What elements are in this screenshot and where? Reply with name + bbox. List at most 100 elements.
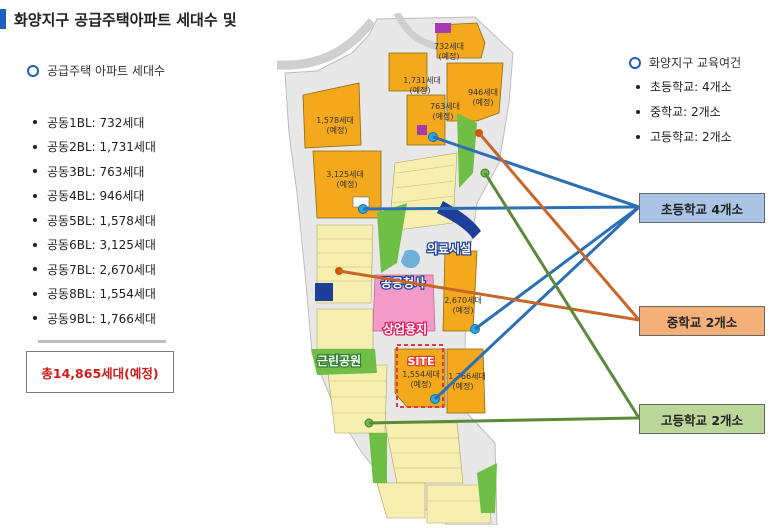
bullet-icon [33, 193, 37, 198]
map-elementary-marker [428, 132, 438, 142]
map-lowrise-area [326, 364, 388, 434]
bullet-icon [33, 267, 37, 272]
district-map: 732세대 (예정) 1,731세대 (예정) 946세대 (예정) 763세대… [277, 13, 514, 525]
map-block-4 [446, 62, 504, 122]
list-item-text: 공동8BL: 1,554세대 [47, 287, 156, 302]
education-list: 초등학교: 4개소 중학교: 2개소 고등학교: 2개소 [636, 74, 732, 149]
map-middle-marker [335, 267, 343, 275]
commercial-label: 상업용지 [383, 321, 427, 336]
list-item-text: 공동1BL: 732세대 [47, 115, 145, 130]
map-park [311, 349, 377, 375]
bullet-icon [33, 291, 37, 296]
map-block-2 [388, 52, 428, 92]
title-accent-bar [0, 9, 6, 29]
list-item-text: 공동4BL: 946세대 [47, 189, 145, 204]
bullet-icon [33, 316, 37, 321]
bullet-icon [33, 120, 37, 125]
list-item: 중학교: 2개소 [636, 99, 732, 124]
map-label-line1: 3,125세대 [326, 170, 364, 179]
supply-section-heading: 공급주택 아파트 세대수 [27, 62, 165, 79]
total-households-box: 총14,865세대(예정) [26, 351, 174, 393]
map-label-line2: (예정) [433, 111, 454, 121]
map-block-5 [302, 82, 362, 149]
bullet-icon [33, 242, 37, 247]
site-label: SITE [407, 355, 434, 368]
page-title: 화양지구 공급주택아파트 세대수 및 [14, 11, 237, 29]
list-item: 공동8BL: 1,554세대 [33, 282, 156, 307]
divider [38, 340, 166, 343]
list-item-text: 공동3BL: 763세대 [47, 164, 145, 179]
map-elementary-marker [358, 204, 368, 214]
map-label-line1: 1,766세대 [448, 372, 486, 381]
map-label-line1: 2,670세대 [444, 296, 482, 305]
list-item-text: 공동2BL: 1,731세대 [47, 140, 156, 155]
map-elementary-marker [470, 324, 480, 334]
map-park [377, 203, 407, 273]
map-label-line2: (예정) [453, 305, 474, 315]
elementary-school-text: 초등학교 4개소 [660, 201, 744, 217]
elementary-school-box: 초등학교 4개소 [639, 193, 765, 223]
list-item-text: 초등학교: 4개소 [650, 80, 732, 94]
map-high-marker [364, 418, 374, 428]
map-road [277, 18, 376, 70]
supply-heading-text: 공급주택 아파트 세대수 [47, 64, 166, 78]
map-label-line1: 1,578세대 [316, 116, 354, 125]
list-item: 공동3BL: 763세대 [33, 159, 156, 184]
map-pond [401, 249, 420, 269]
education-section-heading: 화양지구 교육여건 [629, 54, 741, 71]
total-households-text: 총14,865세대(예정) [41, 365, 159, 381]
map-label-line2: (예정) [453, 381, 474, 391]
map-block-9 [446, 348, 486, 414]
map-elementary-marker [430, 394, 440, 404]
list-item: 공동2BL: 1,731세대 [33, 135, 156, 160]
map-label-line1: 1,731세대 [403, 76, 441, 85]
circle-bullet-icon [629, 56, 641, 69]
list-item: 고등학교: 2개소 [636, 124, 732, 149]
list-item-text: 공동6BL: 3,125세대 [47, 238, 156, 253]
bullet-icon [33, 169, 37, 174]
list-item: 공동1BL: 732세대 [33, 110, 156, 135]
map-label-line2: (예정) [337, 179, 358, 189]
list-item-text: 고등학교: 2개소 [650, 130, 732, 144]
map-public-block [315, 283, 333, 301]
list-item-text: 중학교: 2개소 [650, 105, 721, 119]
bullet-icon [636, 134, 640, 139]
map-lowrise-area [426, 484, 492, 524]
list-item: 공동7BL: 2,670세대 [33, 257, 156, 282]
education-heading-text: 화양지구 교육여건 [649, 56, 742, 70]
middle-school-text: 중학교 2개소 [666, 314, 738, 330]
list-item-text: 공동7BL: 2,670세대 [47, 262, 156, 277]
map-label-line1: 1,554세대 [402, 370, 440, 379]
medical-label: 의료시설 [427, 241, 471, 256]
supply-list: 공동1BL: 732세대 공동2BL: 1,731세대 공동3BL: 763세대… [33, 110, 156, 331]
bullet-icon [33, 144, 37, 149]
list-item: 공동4BL: 946세대 [33, 184, 156, 209]
bullet-icon [636, 109, 640, 114]
high-school-text: 고등학교 2개소 [660, 412, 744, 428]
map-label-line2: (예정) [411, 379, 432, 389]
map-block-marker [435, 23, 451, 33]
map-middle-marker [475, 129, 483, 137]
map-block-7 [442, 250, 478, 332]
map-label-line1: 732세대 [434, 42, 464, 51]
high-school-box: 고등학교 2개소 [639, 404, 765, 434]
list-item: 공동9BL: 1,766세대 [33, 306, 156, 331]
map-lowrise-area [316, 308, 374, 350]
list-item: 공동6BL: 3,125세대 [33, 233, 156, 258]
map-park [477, 463, 497, 513]
map-park [369, 433, 387, 483]
map-label-line2: (예정) [473, 97, 494, 107]
bullet-icon [636, 84, 640, 89]
map-lowrise-area [376, 482, 426, 519]
list-item-text: 공동9BL: 1,766세대 [47, 311, 156, 326]
list-item: 초등학교: 4개소 [636, 74, 732, 99]
list-item-text: 공동5BL: 1,578세대 [47, 213, 156, 228]
map-label-line1: 763세대 [430, 102, 460, 111]
public-office-label: 공공청사 [381, 275, 425, 290]
list-item: 공동5BL: 1,578세대 [33, 208, 156, 233]
map-high-marker [480, 168, 490, 178]
map-label-line2: (예정) [327, 125, 348, 135]
circle-bullet-icon [27, 64, 39, 77]
map-label-line2: (예정) [410, 85, 431, 95]
map-label-line1: 946세대 [468, 88, 498, 97]
